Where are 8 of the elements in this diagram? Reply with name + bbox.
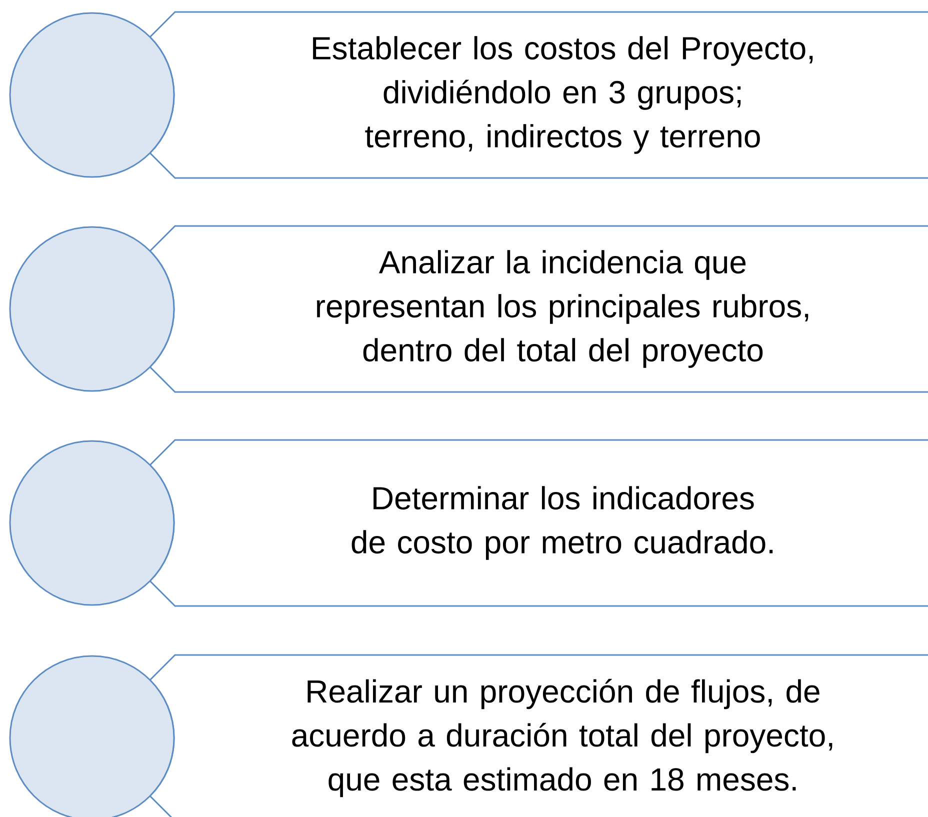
step-band: Establecer los costos del Proyecto, dividiéndolo en 3 grupos; terreno, indirectos y terreno (149, 11, 928, 179)
circle (9, 440, 175, 606)
step-band: Determinar los indicadores de costo por metro cuadrado. (149, 439, 928, 607)
step-band: Realizar un proyección de flujos, de acuerdo a duración total del proyecto, que esta estimado en 18 meses. (149, 654, 928, 817)
circle (9, 655, 175, 817)
circle (9, 12, 175, 178)
circle (9, 226, 175, 392)
step-band: Analizar la incidencia que representan los principales rubros, dentro del total del proyecto (149, 225, 928, 393)
